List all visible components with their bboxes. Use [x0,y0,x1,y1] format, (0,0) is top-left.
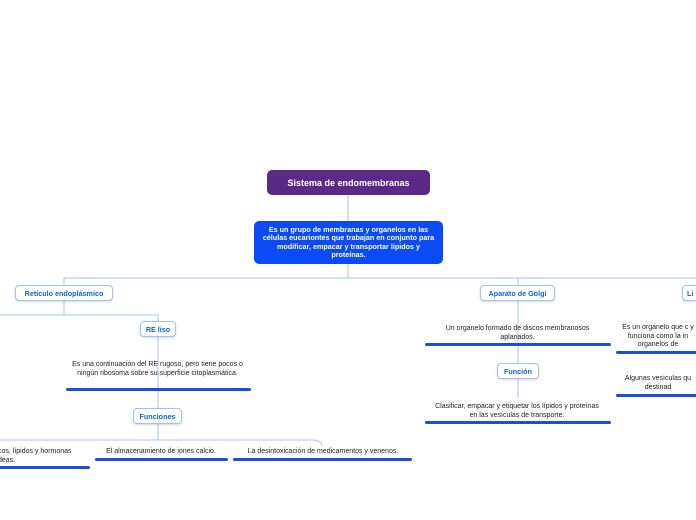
lisosomas-description-2-underline [616,394,696,397]
funcion-item-2-underline [95,458,228,461]
re-liso-label: RE liso [145,324,171,334]
lisosomas-description[interactable]: Es un organelo que c y funciona como la … [620,324,696,350]
golgi-description[interactable]: Un organelo formado de discos membranoso… [430,325,605,342]
funcion-description-text: Clasificar, empacar y etiquetar los lípi… [435,403,599,419]
lisosomas-description-underline [616,351,696,354]
root-node[interactable]: Sistema de endomembranas [267,170,430,195]
re-liso-description-underline [66,388,251,391]
definition-text: Es un grupo de membranas y organelos en … [262,224,435,259]
funcion-item-2-text: El almacenamiento de iones calcio. [106,448,216,455]
aparato-golgi-node[interactable]: Aparato de Golgi [480,285,555,301]
funcion-item-3[interactable]: La desintoxicación de medicamentos y ven… [234,448,412,457]
lisosomas-description-text: Es un organelo que c y funciona como la … [622,324,694,349]
funcion-item-1[interactable]: cos, lípidos y hormonas deas. [0,448,84,465]
golgi-description-underline [425,343,611,346]
funcion-node[interactable]: Función [497,363,539,379]
funcion-description[interactable]: Clasificar, empacar y etiquetar los lípi… [432,403,602,420]
funciones-node[interactable]: Funciones [133,408,182,424]
golgi-description-text: Un organelo formado de discos membranoso… [445,325,590,341]
funcion-item-2[interactable]: El almacenamiento de iones calcio. [96,448,226,457]
reticulo-endoplasmico-node[interactable]: Retículo endoplásmico [15,285,113,301]
funciones-label: Funciones [139,411,176,421]
funcion-item-3-text: La desintoxicación de medicamentos y ven… [247,448,399,455]
funcion-item-1-underline [0,466,90,469]
lisosomas-description-2-text: Algunas vesículas qu destinad [624,375,692,391]
definition-node[interactable]: Es un grupo de membranas y organelos en … [254,221,443,264]
lisosomas-label: Li [687,288,694,298]
funcion-label: Función [504,366,532,376]
lisosomas-node[interactable]: Li [682,285,696,301]
lisosomas-description-2[interactable]: Algunas vesículas qu destinad [620,375,696,392]
funcion-description-underline [425,421,611,424]
re-liso-node[interactable]: RE liso [140,321,176,337]
re-liso-description-text: Es una continuación del RE rugoso, pero … [72,361,243,377]
funcion-item-3-underline [233,458,412,461]
golgi-label: Aparato de Golgi [488,288,547,298]
reticulo-label: Retículo endoplásmico [24,288,104,298]
funcion-item-1-text: cos, lípidos y hormonas deas. [0,448,72,464]
root-label: Sistema de endomembranas [287,177,410,188]
re-liso-description[interactable]: Es una continuación del RE rugoso, pero … [70,361,245,378]
